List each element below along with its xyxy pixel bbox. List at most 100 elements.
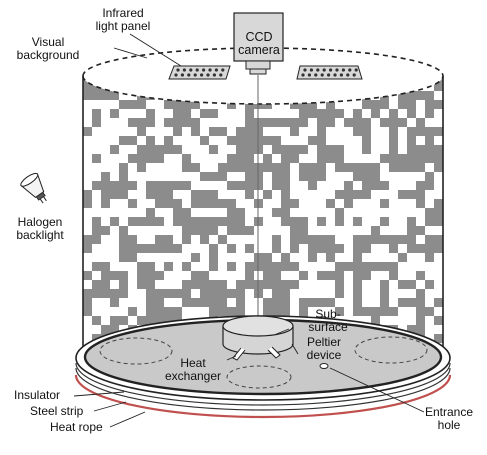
- pattern-cell: [353, 289, 362, 298]
- pattern-cell: [227, 244, 236, 253]
- pattern-cell: [299, 163, 308, 172]
- pattern-cell: [227, 163, 236, 172]
- pattern-cell: [92, 235, 101, 244]
- ir-led: [193, 73, 197, 77]
- pattern-cell: [335, 208, 344, 217]
- pattern-cell: [353, 109, 362, 118]
- pattern-cell: [92, 109, 101, 118]
- pattern-cell: [380, 76, 389, 82]
- pattern-cell: [200, 136, 209, 145]
- pattern-cell: [308, 91, 317, 100]
- pattern-cell: [380, 289, 389, 298]
- pattern-cell: [227, 181, 236, 190]
- pattern-cell: [389, 244, 398, 253]
- pattern-cell: [308, 253, 317, 262]
- pattern-cell: [308, 46, 317, 55]
- pattern-cell: [128, 244, 137, 253]
- pattern-cell: [146, 190, 155, 199]
- pattern-cell: [362, 307, 371, 316]
- pattern-cell: [119, 316, 128, 325]
- pattern-cell: [182, 154, 191, 163]
- pattern-cell: [173, 208, 182, 217]
- pattern-cell: [335, 289, 344, 298]
- pattern-cell: [245, 172, 254, 181]
- pattern-cell: [416, 244, 425, 253]
- pattern-cell: [146, 271, 155, 280]
- pattern-cell: [128, 118, 137, 127]
- pattern-cell: [209, 109, 218, 118]
- pattern-cell: [164, 262, 173, 271]
- pattern-cell: [362, 235, 371, 244]
- pattern-cell: [263, 163, 272, 172]
- pattern-cell: [434, 127, 443, 136]
- ir-led: [309, 68, 313, 72]
- pattern-cell: [245, 226, 254, 235]
- pattern-cell: [218, 82, 227, 91]
- pattern-cell: [416, 145, 425, 154]
- pattern-cell: [209, 307, 218, 316]
- ir-led: [341, 68, 345, 72]
- pattern-cell: [155, 217, 164, 226]
- pattern-cell: [218, 289, 227, 298]
- pattern-cell: [245, 181, 254, 190]
- pattern-cell: [110, 271, 119, 280]
- pattern-cell: [308, 172, 317, 181]
- pattern-cell: [380, 307, 389, 316]
- pattern-cell: [83, 298, 92, 307]
- pattern-cell: [272, 64, 281, 73]
- pattern-cell: [398, 76, 407, 82]
- ir-led: [335, 68, 339, 72]
- pattern-cell: [362, 145, 371, 154]
- pattern-cell: [407, 163, 416, 172]
- pattern-cell: [272, 262, 281, 271]
- pattern-cell: [281, 262, 290, 271]
- pattern-cell: [245, 271, 254, 280]
- pattern-cell: [227, 289, 236, 298]
- pattern-cell: [218, 217, 227, 226]
- pattern-cell: [281, 190, 290, 199]
- ir-led: [322, 68, 326, 72]
- pattern-cell: [380, 298, 389, 307]
- pattern-cell: [281, 208, 290, 217]
- pattern-cell: [353, 127, 362, 136]
- pattern-cell: [227, 154, 236, 163]
- pattern-cell: [353, 163, 362, 172]
- pattern-cell: [416, 163, 425, 172]
- ir-led: [202, 68, 206, 72]
- pattern-cell: [389, 163, 398, 172]
- pattern-cell: [263, 136, 272, 145]
- pattern-cell: [236, 226, 245, 235]
- pattern-cell: [416, 226, 425, 235]
- pattern-cell: [290, 217, 299, 226]
- pattern-cell: [128, 253, 137, 262]
- pattern-cell: [164, 181, 173, 190]
- ir-led: [314, 73, 318, 77]
- pattern-cell: [290, 280, 299, 289]
- pattern-cell: [272, 235, 281, 244]
- pattern-cell: [173, 109, 182, 118]
- pattern-cell: [371, 316, 380, 325]
- pattern-cell: [299, 109, 308, 118]
- pattern-cell: [101, 262, 110, 271]
- pattern-cell: [164, 244, 173, 253]
- pattern-cell: [218, 298, 227, 307]
- pattern-cell: [434, 235, 443, 244]
- pattern-cell: [371, 76, 380, 82]
- pattern-cell: [344, 118, 353, 127]
- ir-led: [174, 73, 178, 77]
- pattern-cell: [290, 82, 299, 91]
- pattern-cell: [407, 82, 416, 91]
- pattern-cell: [272, 172, 281, 181]
- pattern-cell: [218, 172, 227, 181]
- pattern-cell: [371, 307, 380, 316]
- pattern-cell: [236, 208, 245, 217]
- pattern-cell: [236, 136, 245, 145]
- pattern-cell: [101, 289, 110, 298]
- pattern-cell: [272, 298, 281, 307]
- pattern-cell: [389, 76, 398, 82]
- pattern-cell: [128, 181, 137, 190]
- pattern-cell: [299, 217, 308, 226]
- pattern-cell: [137, 397, 146, 406]
- pattern-cell: [92, 397, 101, 406]
- pattern-cell: [272, 244, 281, 253]
